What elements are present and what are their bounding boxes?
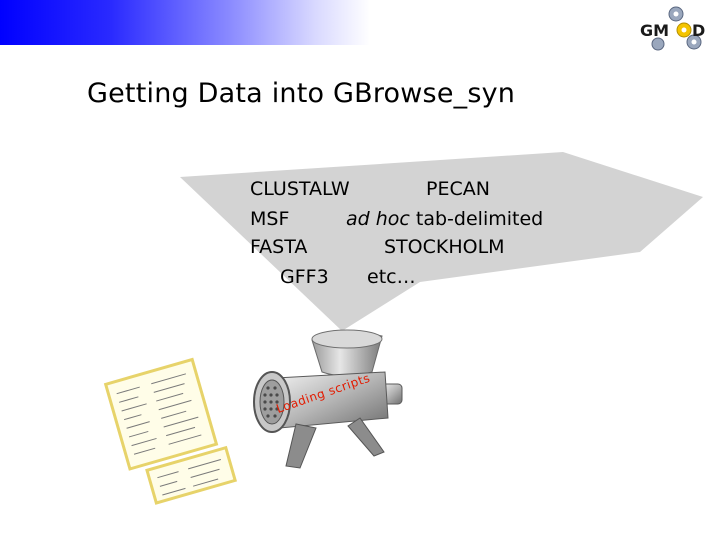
format-pecan: PECAN xyxy=(426,178,490,200)
format-adhoc-italic: ad hoc xyxy=(346,208,410,230)
format-stockholm: STOCKHOLM xyxy=(384,236,505,258)
format-gff3: GFF3 xyxy=(280,266,329,288)
gmod-gears-logo-icon: GM D xyxy=(640,6,705,51)
format-clustalw: CLUSTALW xyxy=(250,178,350,200)
format-adhoc: ad hoc tab-delimited xyxy=(346,208,543,230)
slide-title: Getting Data into GBrowse_syn xyxy=(87,78,516,109)
format-msf: MSF xyxy=(250,208,290,230)
top-gradient-band xyxy=(0,0,370,45)
format-adhoc-rest: tab-delimited xyxy=(415,208,544,230)
format-fasta: FASTA xyxy=(250,236,308,258)
logo-text-left: GM xyxy=(640,21,669,40)
logo-text-right: D xyxy=(692,21,705,40)
format-etc: etc… xyxy=(367,266,416,288)
